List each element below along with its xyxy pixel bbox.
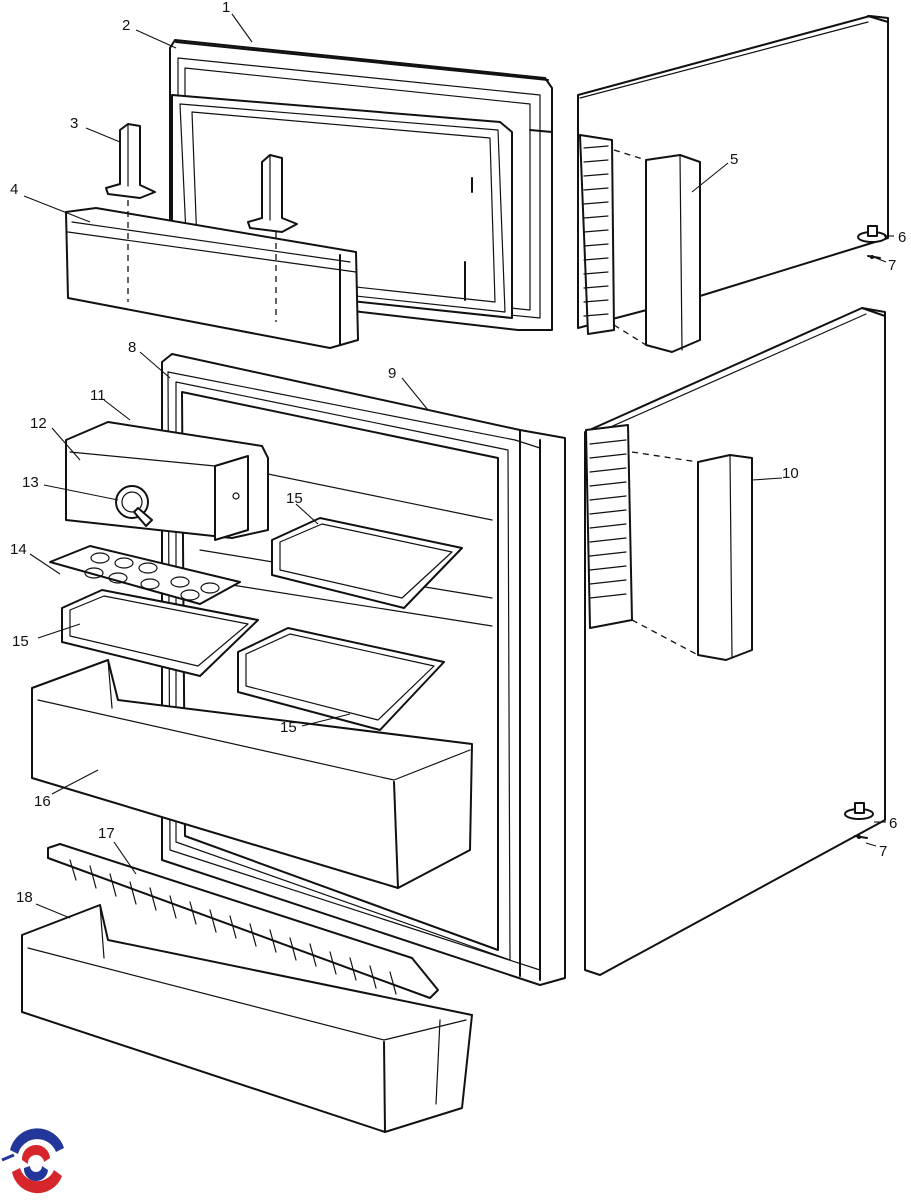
screw-upper: [867, 255, 881, 259]
callout-2: 2: [122, 17, 130, 34]
callout-4: 4: [10, 181, 18, 198]
fridge-door-outer: [584, 307, 886, 976]
hinge-pin-lower: [844, 802, 874, 820]
door-bar: [47, 843, 439, 999]
callout-6-lower: 6: [889, 815, 897, 832]
callout-13: 13: [22, 474, 39, 491]
freezer-door-shelf: [65, 207, 359, 349]
callout-9: 9: [388, 365, 396, 382]
callout-8: 8: [128, 339, 136, 356]
callout-15-upper: 15: [286, 490, 303, 507]
shelf-upper: [271, 517, 463, 609]
callout-7-upper: 7: [888, 257, 896, 274]
callout-18: 18: [16, 889, 33, 906]
fridge-door-bin: [21, 904, 473, 1133]
callout-16: 16: [34, 793, 51, 810]
callout-3: 3: [70, 115, 78, 132]
callout-17: 17: [98, 825, 115, 842]
egg-tray: [49, 545, 241, 605]
callout-14: 14: [10, 541, 27, 558]
freezer-door-outer: [577, 15, 889, 353]
callout-10: 10: [782, 465, 799, 482]
callout-7-lower: 7: [879, 843, 887, 860]
crisper-drawer: [31, 659, 473, 889]
thermostat-housing: [65, 421, 269, 541]
hinge-pin-upper: [857, 225, 887, 243]
callout-labels: 1 2 3 4 5 6 7 8 9 10 11 12 13 14 15 15 1…: [10, 0, 906, 906]
callout-5: 5: [730, 151, 738, 168]
thermostat-knob: [115, 485, 153, 527]
shelf-middle-left: [61, 589, 259, 677]
callout-12: 12: [30, 415, 47, 432]
leader-lines: [23, 13, 894, 919]
callout-15-right: 15: [280, 719, 297, 736]
door-bracket: [105, 123, 298, 233]
callout-6-upper: 6: [898, 229, 906, 246]
callout-15-left: 15: [12, 633, 29, 650]
screw-lower: [854, 835, 868, 839]
callout-1: 1: [222, 0, 230, 16]
shelf-middle-right: [237, 627, 445, 731]
brand-swirl-logo-icon: [1, 1128, 68, 1195]
callout-11: 11: [90, 387, 106, 404]
